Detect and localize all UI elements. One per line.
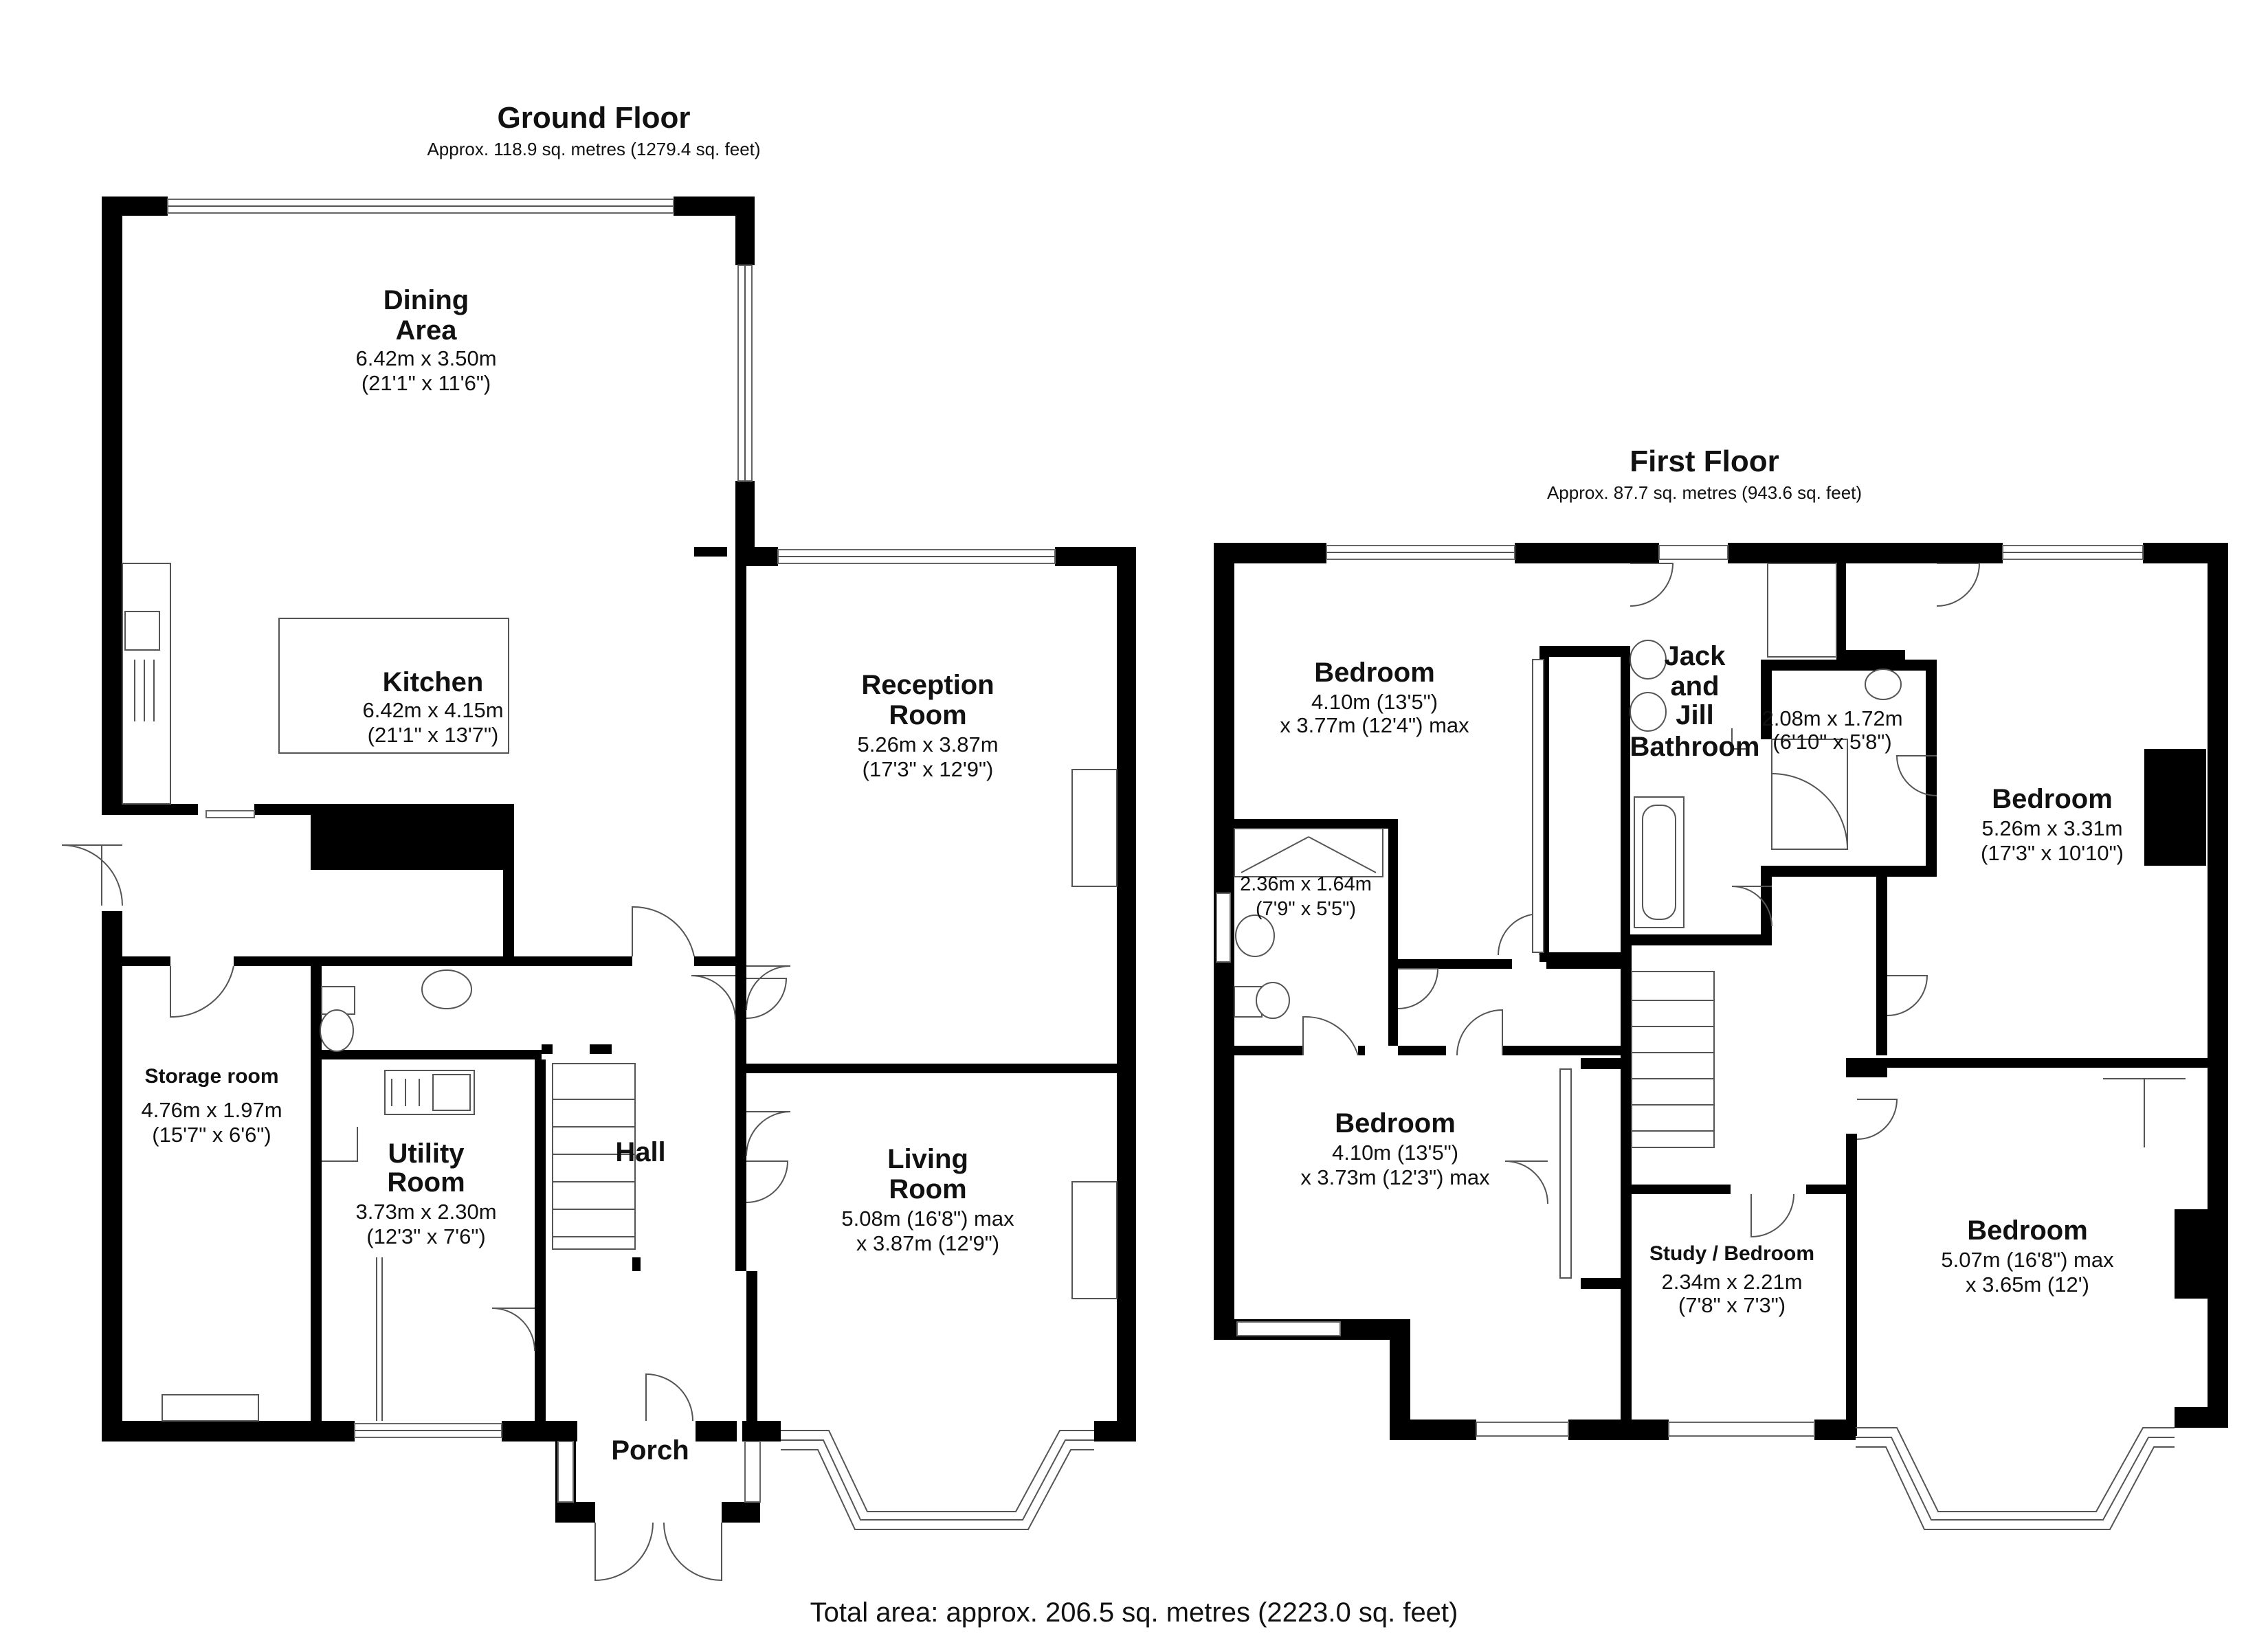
study-name: Study / Bedroom — [1649, 1242, 1814, 1265]
bedroom-1-name: Bedroom — [1314, 658, 1435, 688]
living-room-dim-1: 5.08m (16'8") max — [841, 1207, 1014, 1231]
first-floor-walls — [1214, 543, 2228, 1440]
first-floor-windows — [1216, 545, 2175, 1530]
jack-jill-name-3: Jill — [1676, 700, 1714, 730]
first-floor-plan — [1214, 543, 2228, 1530]
dining-area-dim-2: (21'1" x 11'6") — [362, 371, 491, 395]
porch-name: Porch — [611, 1435, 689, 1466]
storage-room-name: Storage room — [144, 1065, 278, 1088]
kitchen-dim-2: (21'1" x 13'7") — [368, 723, 499, 747]
hall-name: Hall — [615, 1137, 665, 1167]
ground-floor-walls — [102, 197, 1136, 1523]
first-floor-title: First Floor — [1630, 445, 1779, 478]
storage-room-dim-1: 4.76m x 1.97m — [141, 1098, 282, 1122]
total-area: Total area: approx. 206.5 sq. metres (22… — [810, 1597, 1458, 1628]
ground-floor-windows — [167, 199, 1094, 1530]
jack-jill-name-4: Bathroom — [1630, 732, 1760, 762]
living-room-name-2: Room — [889, 1174, 966, 1204]
utility-room-dim-2: (12'3" x 7'6") — [366, 1224, 485, 1248]
study-dim-2: (7'8" x 7'3") — [1678, 1293, 1786, 1317]
ground-floor-title: Ground Floor — [497, 101, 690, 135]
bedroom-1-dim-1: 4.10m (13'5") — [1311, 690, 1438, 714]
ensuite-1-dim-2: (6'10" x 5'8") — [1772, 730, 1891, 754]
ground-floor-doors — [61, 563, 1118, 1582]
reception-room-name-1: Reception — [861, 670, 994, 700]
kitchen-dim-1: 6.42m x 4.15m — [362, 698, 503, 722]
bedroom-3-name: Bedroom — [1335, 1108, 1456, 1138]
storage-room-dim-2: (15'7" x 6'6") — [152, 1123, 271, 1147]
bedroom-1-dim-2: x 3.77m (12'4") max — [1280, 713, 1469, 737]
reception-room-dim-2: (17'3" x 12'9") — [863, 757, 994, 781]
ensuite-2-dim-2: (7'9" x 5'5") — [1256, 898, 1356, 920]
study-dim-1: 2.34m x 2.21m — [1661, 1270, 1802, 1294]
ground-floor-plan — [61, 197, 1136, 1582]
first-floor-area: Approx. 87.7 sq. metres (943.6 sq. feet) — [1547, 482, 1862, 503]
utility-room-name-2: Room — [387, 1167, 465, 1198]
bedroom-4-dim-2: x 3.65m (12') — [1966, 1272, 2089, 1297]
ground-floor-area: Approx. 118.9 sq. metres (1279.4 sq. fee… — [427, 139, 760, 159]
ensuite-1-dim-1: 2.08m x 1.72m — [1761, 706, 1902, 730]
bedroom-2-name: Bedroom — [1992, 784, 2113, 814]
bedroom-2-dim-1: 5.26m x 3.31m — [1981, 816, 2122, 840]
living-room-dim-2: x 3.87m (12'9") — [856, 1231, 999, 1255]
dining-area-name-1: Dining — [383, 285, 469, 315]
ensuite-2-dim-1: 2.36m x 1.64m — [1240, 873, 1372, 895]
bedroom-4-dim-1: 5.07m (16'8") max — [1941, 1248, 2114, 1272]
reception-room-name-2: Room — [889, 700, 966, 730]
first-floor-fixtures — [1234, 563, 2186, 1279]
dining-area-dim-1: 6.42m x 3.50m — [355, 346, 496, 370]
jack-jill-name-1: Jack — [1665, 641, 1726, 671]
utility-room-name-1: Utility — [388, 1138, 465, 1169]
bedroom-4-name: Bedroom — [1967, 1215, 2088, 1246]
bedroom-3-dim-2: x 3.73m (12'3") max — [1300, 1165, 1490, 1189]
bedroom-2-dim-2: (17'3" x 10'10") — [1981, 841, 2124, 865]
kitchen-name: Kitchen — [383, 667, 484, 697]
utility-room-dim-1: 3.73m x 2.30m — [355, 1200, 496, 1224]
reception-room-dim-1: 5.26m x 3.87m — [857, 732, 998, 756]
living-room-name-1: Living — [887, 1144, 968, 1174]
bedroom-3-dim-1: 4.10m (13'5") — [1332, 1141, 1458, 1165]
dining-area-name-2: Area — [396, 315, 458, 346]
jack-jill-name-2: and — [1670, 671, 1719, 702]
